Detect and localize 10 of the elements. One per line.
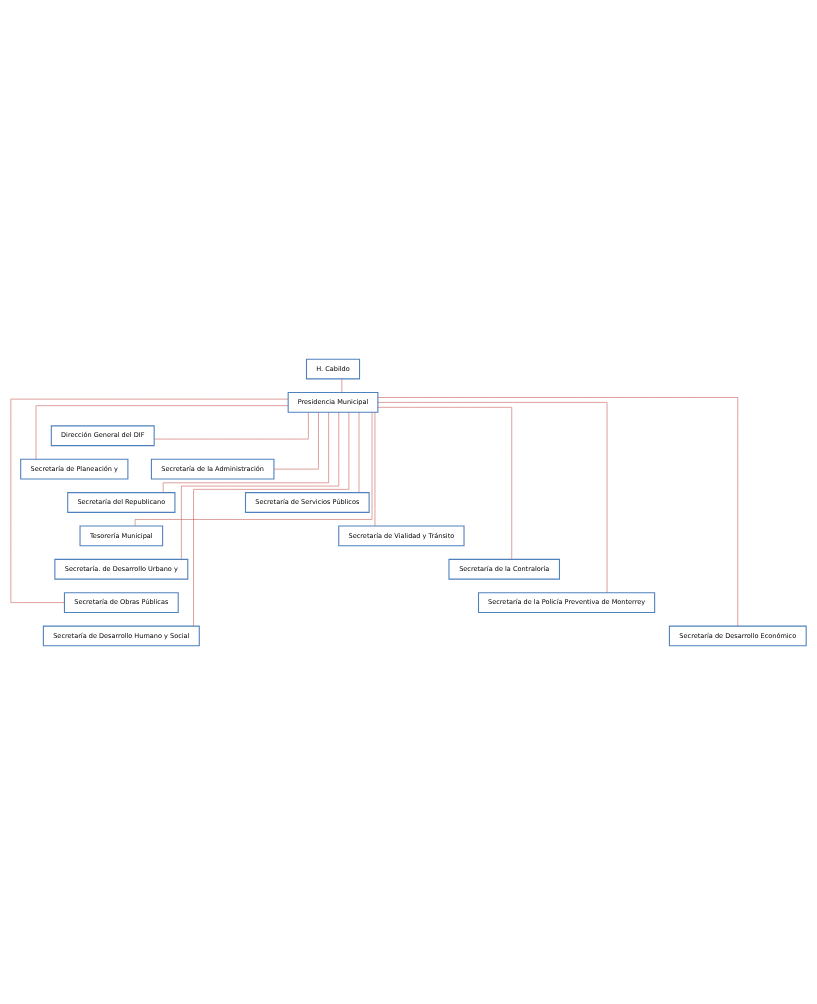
connector — [377, 396, 739, 626]
connector — [273, 411, 319, 469]
connector — [10, 398, 289, 603]
connector — [162, 411, 329, 493]
connector — [377, 401, 608, 593]
connector — [193, 411, 350, 626]
connector — [181, 411, 340, 560]
connector — [377, 406, 512, 560]
connector — [134, 411, 373, 526]
connector — [35, 404, 289, 459]
